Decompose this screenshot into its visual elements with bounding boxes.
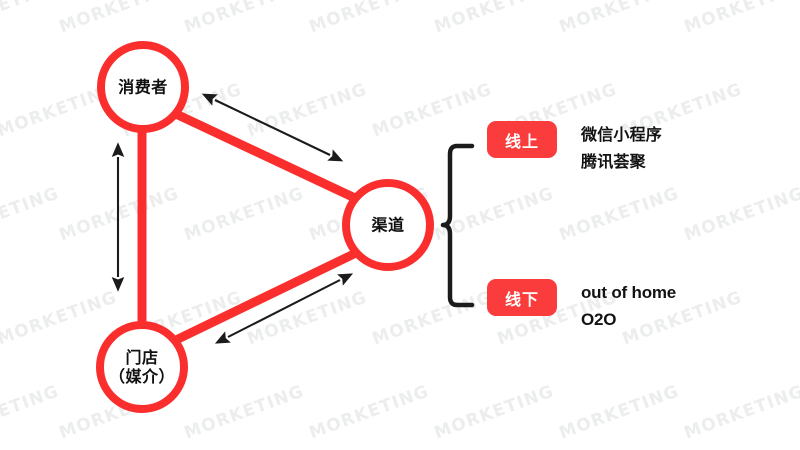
line-consumer-channel: [174, 109, 359, 204]
legend-row-online: 线上 微信小程序 腾讯荟聚: [487, 121, 662, 175]
legend-row-offline: 线下 out of home O2O: [487, 279, 676, 333]
connector-lines: [137, 109, 360, 345]
legend-items-offline: out of home O2O: [581, 283, 677, 329]
node-circle-channel[interactable]: [342, 179, 434, 271]
node-circle-consumer[interactable]: [97, 41, 189, 133]
node-circle-store[interactable]: [96, 321, 188, 413]
consumer-channel-arrow: [201, 93, 344, 162]
legend-items-online: 微信小程序 腾讯荟聚: [581, 125, 663, 171]
store-channel-arrow: [214, 273, 354, 344]
channel-grouping-brace: [440, 143, 475, 308]
node-circles: [96, 41, 434, 413]
badge-offline[interactable]: 线下: [487, 279, 557, 316]
line-store-channel: [174, 247, 360, 345]
badge-online[interactable]: 线上: [487, 121, 557, 158]
direction-arrows: [111, 93, 354, 344]
